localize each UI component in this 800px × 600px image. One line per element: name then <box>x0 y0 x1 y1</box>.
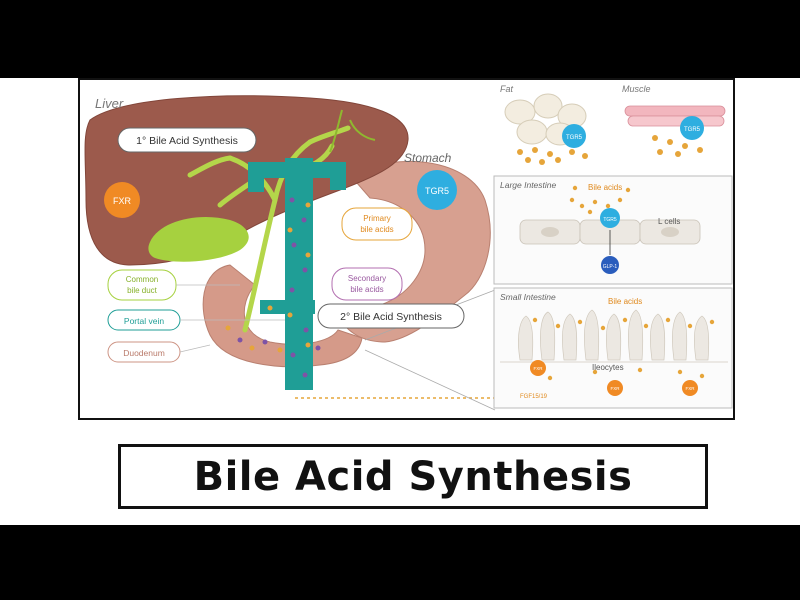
large-bile-acids-label: Bile acids <box>588 183 622 192</box>
tgr5-muscle-label: TGR5 <box>684 127 701 133</box>
callout-leaders <box>176 284 285 353</box>
primary-synthesis-box <box>117 127 257 153</box>
fgf-label: FGF15/19 <box>520 394 548 400</box>
large-intestine-cells <box>519 219 701 245</box>
fxr-small-label-3: FXR <box>686 386 696 391</box>
title-box: Bile Acid Synthesis <box>118 444 708 509</box>
fat-cells <box>504 93 587 146</box>
duodenum-shape <box>202 264 363 368</box>
tgr5-muscle-circle <box>680 116 704 140</box>
ileocytes-label: Ileocytes <box>592 363 624 372</box>
tgr5-fat-circle <box>562 124 586 148</box>
stomach-shape <box>337 160 491 343</box>
gallbladder-shape <box>148 216 249 262</box>
fat-label: Fat <box>500 84 514 94</box>
glp1-label: GLP-1 <box>603 264 618 270</box>
secondary-synthesis-box <box>317 303 465 329</box>
secondary-bile-acids-box <box>331 267 403 301</box>
small-intestine-label: Small Intestine <box>500 292 556 302</box>
portal-vein-dots <box>289 197 309 378</box>
small-bile-acids-label: Bile acids <box>608 297 642 306</box>
portal-vein <box>248 158 346 390</box>
tgr5-large-circle <box>600 208 620 228</box>
liver-label: Liver <box>95 96 124 111</box>
l-cells-label: L cells <box>658 217 680 226</box>
large-intestine-label: Large Intestine <box>500 180 557 190</box>
tgr5-stomach-circle <box>417 170 457 210</box>
tgr5-fat-label: TGR5 <box>566 135 583 141</box>
muscle-label: Muscle <box>622 84 651 94</box>
duodenum-label: Duodenum <box>123 348 165 358</box>
fxr-small-circle-1 <box>530 360 546 376</box>
fxr-small-circle-2 <box>607 380 623 396</box>
primary-synthesis-label: 1° Bile Acid Synthesis <box>136 135 238 147</box>
muscle-fibers <box>624 105 726 127</box>
stomach-label: Stomach <box>404 151 452 165</box>
fxr-small-label-2: FXR <box>611 386 621 391</box>
bile-acid-dots-liver <box>267 202 311 348</box>
bile-duct-tree-outer <box>329 109 376 153</box>
glp1-circle <box>601 256 619 274</box>
muscle-bile-acid-dots <box>652 135 703 157</box>
villi <box>518 309 710 361</box>
secondary-bile-acids-line1: Secondary <box>348 274 386 283</box>
fat-bile-acid-dots <box>517 147 588 165</box>
secondary-synthesis-label: 2° Bile Acid Synthesis <box>340 311 442 323</box>
primary-bile-acids-box <box>341 207 413 241</box>
fxr-small-circle-3 <box>682 380 698 396</box>
tgr5-large-label: TGR5 <box>603 217 617 223</box>
fxr-small-label-1: FXR <box>534 366 544 371</box>
common-bile-duct-line1: Common <box>126 275 158 284</box>
bile-acid-diagram: FXR TGR5 Liver Stomach 1° Bile Acid Synt… <box>84 84 733 411</box>
fxr-circle <box>104 182 140 218</box>
page-title: Bile Acid Synthesis <box>193 453 633 500</box>
tgr5-stomach-label: TGR5 <box>425 186 449 196</box>
primary-bile-acids-line2: bile acids <box>360 225 393 234</box>
intestine-dots <box>225 325 321 353</box>
common-bile-duct-line2: bile duct <box>127 286 158 295</box>
cell-nuclei <box>541 227 679 237</box>
secondary-bile-acids-line2: bile acids <box>350 285 383 294</box>
portal-vein-label: Portal vein <box>124 316 164 326</box>
primary-bile-acids-line1: Primary <box>363 214 391 223</box>
fxr-label: FXR <box>113 196 132 206</box>
pointer-line-2 <box>364 349 496 411</box>
diagram-frame: FXR TGR5 Liver Stomach 1° Bile Acid Synt… <box>78 78 735 420</box>
